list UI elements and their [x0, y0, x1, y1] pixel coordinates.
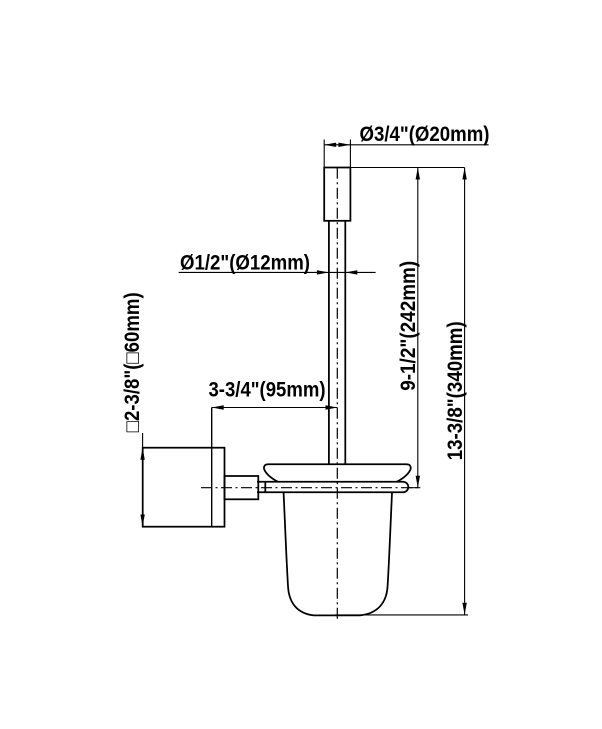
svg-text:□2-3/8"(□60mm): □2-3/8"(□60mm) — [121, 292, 144, 432]
svg-text:Ø1/2"(Ø12mm): Ø1/2"(Ø12mm) — [180, 252, 310, 275]
svg-text:Ø3/4"(Ø20mm): Ø3/4"(Ø20mm) — [360, 123, 490, 146]
svg-text:9-1/2"(242mm): 9-1/2"(242mm) — [397, 261, 420, 391]
svg-text:13-3/8"(340mm): 13-3/8"(340mm) — [444, 321, 467, 460]
svg-text:3-3/4"(95mm): 3-3/4"(95mm) — [209, 379, 326, 402]
